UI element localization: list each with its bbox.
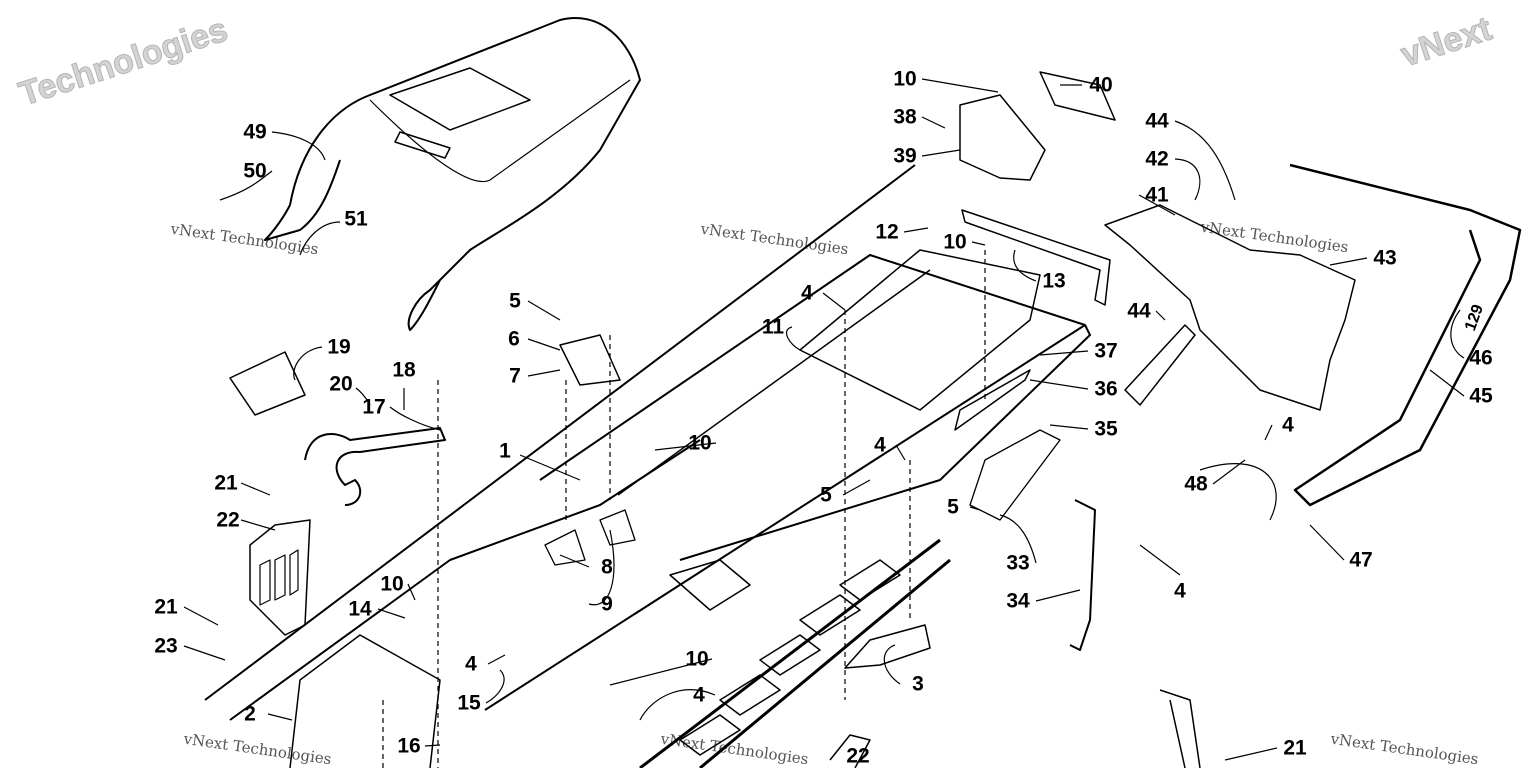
callout-10: 10	[943, 230, 967, 254]
callout-4: 4	[1282, 413, 1294, 437]
callout-48: 48	[1184, 472, 1208, 496]
callout-20: 20	[329, 372, 353, 396]
callout-10: 10	[685, 647, 709, 671]
callout-10: 10	[380, 572, 404, 596]
callout-14: 14	[348, 597, 372, 621]
callout-5: 5	[509, 289, 521, 313]
callout-36: 36	[1094, 377, 1118, 401]
callout-37: 37	[1094, 339, 1118, 363]
running-board	[639, 538, 951, 768]
callout-33: 33	[1006, 551, 1030, 575]
callout-4: 4	[1174, 579, 1186, 603]
callout-50: 50	[243, 159, 267, 183]
callout-10: 10	[688, 431, 712, 455]
callout-42: 42	[1145, 147, 1169, 171]
callout-5: 5	[820, 483, 832, 507]
callout-41: 41	[1145, 183, 1169, 207]
callout-44: 44	[1145, 109, 1169, 133]
callout-2: 2	[244, 702, 256, 726]
callout-18: 18	[392, 358, 416, 382]
callout-17: 17	[362, 395, 386, 419]
callout-11: 11	[761, 315, 785, 339]
callout-46: 46	[1469, 346, 1493, 370]
callout-9: 9	[601, 592, 613, 616]
callout-23: 23	[154, 634, 178, 658]
callout-12: 12	[875, 220, 899, 244]
callout-4: 4	[801, 281, 813, 305]
callout-6: 6	[508, 327, 520, 351]
callout-49: 49	[243, 120, 267, 144]
callout-13: 13	[1042, 269, 1066, 293]
callout-4: 4	[465, 652, 477, 676]
rear-parts	[954, 71, 1522, 768]
callout-4: 4	[693, 683, 705, 707]
callout-3: 3	[912, 672, 924, 696]
callout-4: 4	[874, 433, 886, 457]
callout-51: 51	[344, 207, 368, 231]
callout-34: 34	[1006, 589, 1030, 613]
callout-10: 10	[893, 67, 917, 91]
callout-7: 7	[509, 364, 521, 388]
callout-21: 21	[214, 471, 238, 495]
callout-1: 1	[499, 439, 511, 463]
callout-43: 43	[1373, 246, 1397, 270]
callout-47: 47	[1349, 548, 1373, 572]
callout-45: 45	[1469, 384, 1493, 408]
callout-15: 15	[457, 691, 481, 715]
callout-8: 8	[601, 555, 613, 579]
callout-16: 16	[397, 734, 421, 758]
callout-21: 21	[154, 595, 178, 619]
seat	[264, 17, 641, 331]
callout-40: 40	[1089, 73, 1113, 97]
leader-lines	[183, 78, 1465, 768]
callout-35: 35	[1094, 417, 1118, 441]
callout-19: 19	[327, 335, 351, 359]
callout-22: 22	[846, 744, 870, 768]
callout-38: 38	[893, 105, 917, 129]
callout-44: 44	[1127, 299, 1151, 323]
callout-22: 22	[216, 508, 240, 532]
callout-5: 5	[947, 495, 959, 519]
tunnel	[204, 164, 1091, 721]
callout-39: 39	[893, 144, 917, 168]
callout-21: 21	[1283, 736, 1307, 760]
left-parts	[229, 334, 751, 768]
